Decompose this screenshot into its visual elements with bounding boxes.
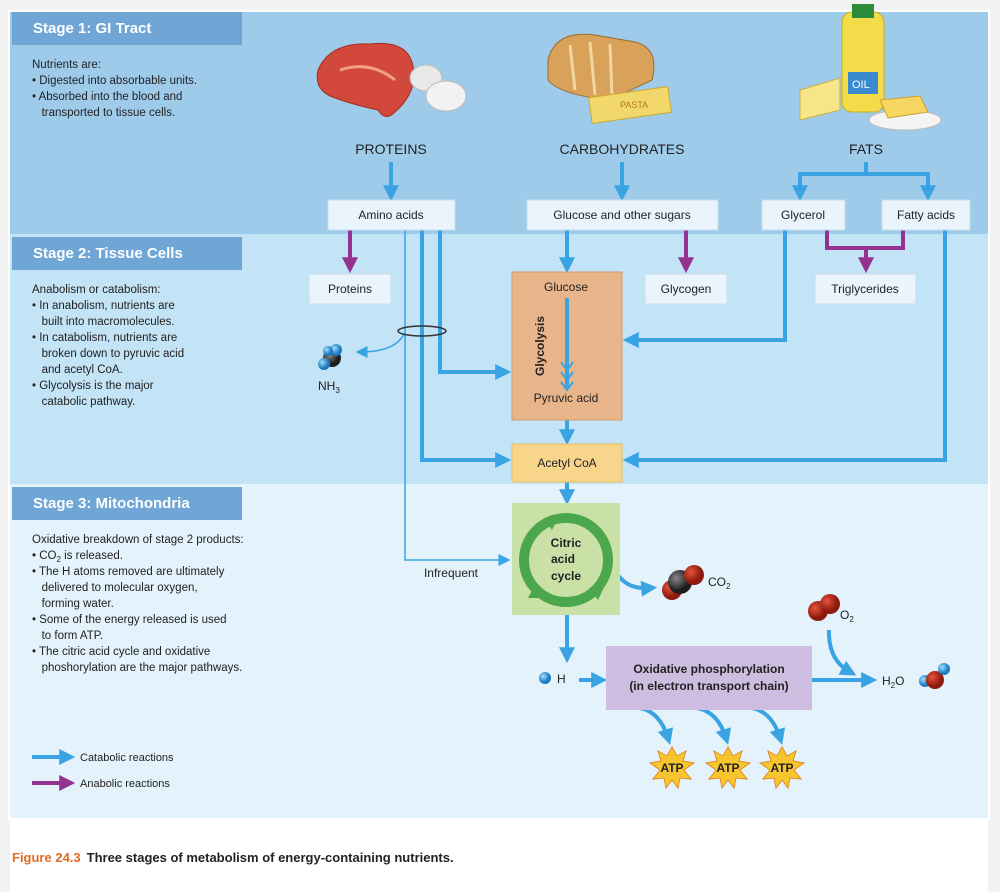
svg-text:(in electron transport chain): (in electron transport chain) <box>629 679 788 693</box>
stage-2-title: Stage 2: Tissue Cells <box>33 245 183 262</box>
svg-text:• Some of the energy released: • Some of the energy released is used <box>32 614 227 626</box>
legend-catabolic: Catabolic reactions <box>80 752 174 764</box>
svg-text:acid: acid <box>551 552 575 566</box>
stage-1-description: Nutrients are: • Digested into absorbabl… <box>32 59 197 119</box>
svg-text:Oxidative phosphorylation: Oxidative phosphorylation <box>633 662 784 676</box>
nh3-molecule: NH3 <box>318 344 342 395</box>
o2-molecule: O2 <box>808 594 854 624</box>
atp-burst: ATP <box>758 745 806 790</box>
proteins-box: Proteins <box>308 273 392 305</box>
acetyl-coa-box: Acetyl CoA <box>511 443 623 483</box>
anabolic-arrows <box>342 230 905 266</box>
svg-text:Pyruvic acid: Pyruvic acid <box>534 391 599 405</box>
steak-eggs-illustration <box>316 42 467 117</box>
proteins-label: PROTEINS <box>355 141 427 157</box>
svg-text:• CO2 is released.: • CO2 is released. <box>32 550 123 564</box>
hydrogen-atom: H <box>539 672 566 686</box>
svg-text:NH3: NH3 <box>318 379 340 395</box>
svg-text:Acetyl CoA: Acetyl CoA <box>537 456 596 470</box>
svg-text:• The H atoms removed are ulti: • The H atoms removed are ultimately <box>32 566 225 578</box>
glucose-sugars-box: Glucose and other sugars <box>526 199 719 231</box>
svg-text:• The citric acid cycle and ox: • The citric acid cycle and oxidative <box>32 646 210 658</box>
glycerol-box: Glycerol <box>761 199 846 231</box>
svg-text:Glycolysis: Glycolysis <box>533 316 547 376</box>
stage-2-description: Anabolism or catabolism: • In anabolism,… <box>32 284 184 408</box>
stage-3-description: Oxidative breakdown of stage 2 products:… <box>32 534 244 674</box>
svg-text:forming water.: forming water. <box>32 598 114 610</box>
svg-text:Proteins: Proteins <box>328 282 372 296</box>
svg-text:phoshorylation are the major p: phoshorylation are the major pathways. <box>32 662 242 674</box>
svg-text:to form ATP.: to form ATP. <box>32 630 103 642</box>
deamination-ring <box>397 325 447 337</box>
glycogen-box: Glycogen <box>644 273 728 305</box>
svg-text:ATP: ATP <box>770 761 793 775</box>
svg-text:transported to tissue cells.: transported to tissue cells. <box>32 107 175 119</box>
svg-text:H2O: H2O <box>882 674 904 690</box>
fatty-acids-box: Fatty acids <box>881 199 971 231</box>
fats-label: FATS <box>849 141 883 157</box>
legend: Catabolic reactions Anabolic reactions <box>32 749 174 791</box>
svg-text:Glucose: Glucose <box>544 280 588 294</box>
stage-3-panel <box>10 484 988 818</box>
svg-text:built into macromolecules.: built into macromolecules. <box>32 316 175 328</box>
svg-text:OIL: OIL <box>852 79 870 91</box>
svg-text:cycle: cycle <box>551 569 581 583</box>
svg-text:Glucose and other sugars: Glucose and other sugars <box>553 208 690 222</box>
carbohydrates-label: CARBOHYDRATES <box>560 141 685 157</box>
amino-acids-box: Amino acids <box>327 199 456 231</box>
svg-text:• Absorbed into the blood and: • Absorbed into the blood and <box>32 91 182 103</box>
svg-text:O2: O2 <box>840 608 854 624</box>
triglycerides-box: Triglycerides <box>814 273 917 305</box>
svg-text:Triglycerides: Triglycerides <box>831 282 899 296</box>
stage-3-title: Stage 3: Mitochondria <box>33 495 190 512</box>
svg-text:Fatty acids: Fatty acids <box>897 208 955 222</box>
svg-text:ATP: ATP <box>660 761 683 775</box>
svg-text:Citric: Citric <box>551 536 582 550</box>
infrequent-label: Infrequent <box>424 566 479 580</box>
svg-text:delivered to molecular oxygen,: delivered to molecular oxygen, <box>32 582 198 594</box>
svg-text:Anabolism or catabolism:: Anabolism or catabolism: <box>32 284 160 296</box>
legend-anabolic: Anabolic reactions <box>80 778 170 790</box>
oxidative-phosphorylation-box: Oxidative phosphorylation (in electron t… <box>606 646 812 710</box>
svg-text:• In anabolism, nutrients are: • In anabolism, nutrients are <box>32 300 175 312</box>
glycolysis-box: Glucose Glycolysis Pyruvic acid <box>511 271 623 421</box>
co2-molecule: CO2 <box>662 565 731 600</box>
svg-text:PASTA: PASTA <box>620 100 648 110</box>
svg-text:and acetyl CoA.: and acetyl CoA. <box>32 364 123 376</box>
svg-text:Oxidative breakdown of stage 2: Oxidative breakdown of stage 2 products: <box>32 534 244 546</box>
svg-text:H: H <box>557 672 566 686</box>
svg-text:• Glycolysis is the major: • Glycolysis is the major <box>32 380 154 392</box>
oil-butter-cheese-illustration: OIL <box>799 4 942 131</box>
svg-text:• Digested into absorbable uni: • Digested into absorbable units. <box>32 75 197 87</box>
svg-text:ATP: ATP <box>716 761 739 775</box>
atp-burst: ATP <box>648 745 696 790</box>
svg-text:broken down to pyruvic acid: broken down to pyruvic acid <box>32 348 184 360</box>
bread-pasta-illustration: PASTA <box>547 33 672 125</box>
svg-text:CO2: CO2 <box>708 575 731 591</box>
svg-text:Glycerol: Glycerol <box>781 208 825 222</box>
stage-1-panel <box>10 12 988 234</box>
stage-1-title: Stage 1: GI Tract <box>33 20 151 37</box>
citric-acid-cycle-box: Citric acid cycle <box>512 503 620 615</box>
h2o-molecule: H2O <box>882 663 950 690</box>
svg-text:Amino acids: Amino acids <box>358 208 423 222</box>
svg-text:Nutrients are:: Nutrients are: <box>32 59 101 71</box>
svg-text:Glycogen: Glycogen <box>661 282 712 296</box>
atp-burst: ATP <box>704 745 752 790</box>
svg-text:catabolic pathway.: catabolic pathway. <box>32 396 135 408</box>
svg-text:• In catabolism, nutrients are: • In catabolism, nutrients are <box>32 332 177 344</box>
